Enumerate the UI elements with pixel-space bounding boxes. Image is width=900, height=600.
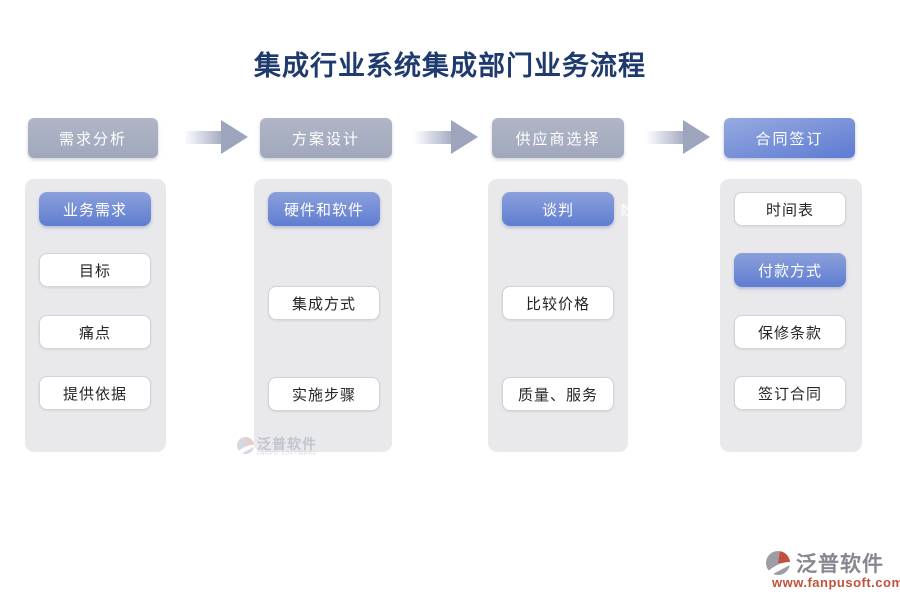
item-negotiation: 谈判: [502, 192, 614, 226]
item-timetable: 时间表: [734, 192, 846, 226]
item-quality-service: 质量、服务: [502, 377, 614, 411]
stage-header-supplier-selection: 供应商选择: [492, 118, 624, 158]
stage-panel-solution-design: 硬件和软件 集成方式 实施步骤: [254, 179, 392, 452]
watermark-inline: 泛普软件 FANPU SOFTWARE: [237, 436, 318, 458]
arrow-body: [647, 130, 683, 144]
arrow-right-icon: [683, 120, 710, 154]
watermark-caption-text: FANPU SOFTWARE: [257, 451, 318, 458]
arrow-right-icon: [221, 120, 248, 154]
footer-brand: 泛普软件: [766, 548, 884, 578]
footer-brand-name: 泛普软件: [796, 553, 884, 576]
item-payment-method: 付款方式: [734, 253, 846, 287]
stage-header-contract-signing: 合同签订: [724, 118, 855, 158]
watermark-brand-text: 泛普软件: [257, 436, 317, 452]
flow-arrow-3: [647, 120, 710, 154]
fanpu-logo-icon: [766, 551, 790, 575]
page-title: 集成行业系统集成部门业务流程: [254, 51, 646, 81]
flow-arrow-1: [185, 120, 248, 154]
stray-character: 数: [620, 203, 634, 218]
flow-arrow-2: [415, 120, 478, 154]
arrow-body: [415, 130, 451, 144]
stage-panel-requirement-analysis: 业务需求 目标 痛点 提供依据: [25, 179, 166, 452]
item-provide-basis: 提供依据: [39, 376, 151, 410]
arrow-right-icon: [451, 120, 478, 154]
item-warranty-terms: 保修条款: [734, 315, 846, 349]
item-compare-price: 比较价格: [502, 286, 614, 320]
item-implementation-steps: 实施步骤: [268, 377, 380, 411]
stage-header-requirement-analysis: 需求分析: [28, 118, 158, 158]
item-sign-contract: 签订合同: [734, 376, 846, 410]
footer-website-link[interactable]: www.fanpusoft.com: [772, 575, 900, 590]
fanpu-logo-icon: [237, 437, 254, 454]
item-integration-method: 集成方式: [268, 286, 380, 320]
item-business-requirements: 业务需求: [39, 192, 151, 226]
stage-panel-contract-signing: 时间表 付款方式 保修条款 签订合同: [720, 179, 862, 452]
stage-header-solution-design: 方案设计: [260, 118, 392, 158]
arrow-body: [185, 130, 221, 144]
item-pain-points: 痛点: [39, 315, 151, 349]
stage-panel-supplier-selection: 谈判 比较价格 质量、服务: [488, 179, 628, 452]
item-goals: 目标: [39, 253, 151, 287]
item-hardware-software: 硬件和软件: [268, 192, 380, 226]
